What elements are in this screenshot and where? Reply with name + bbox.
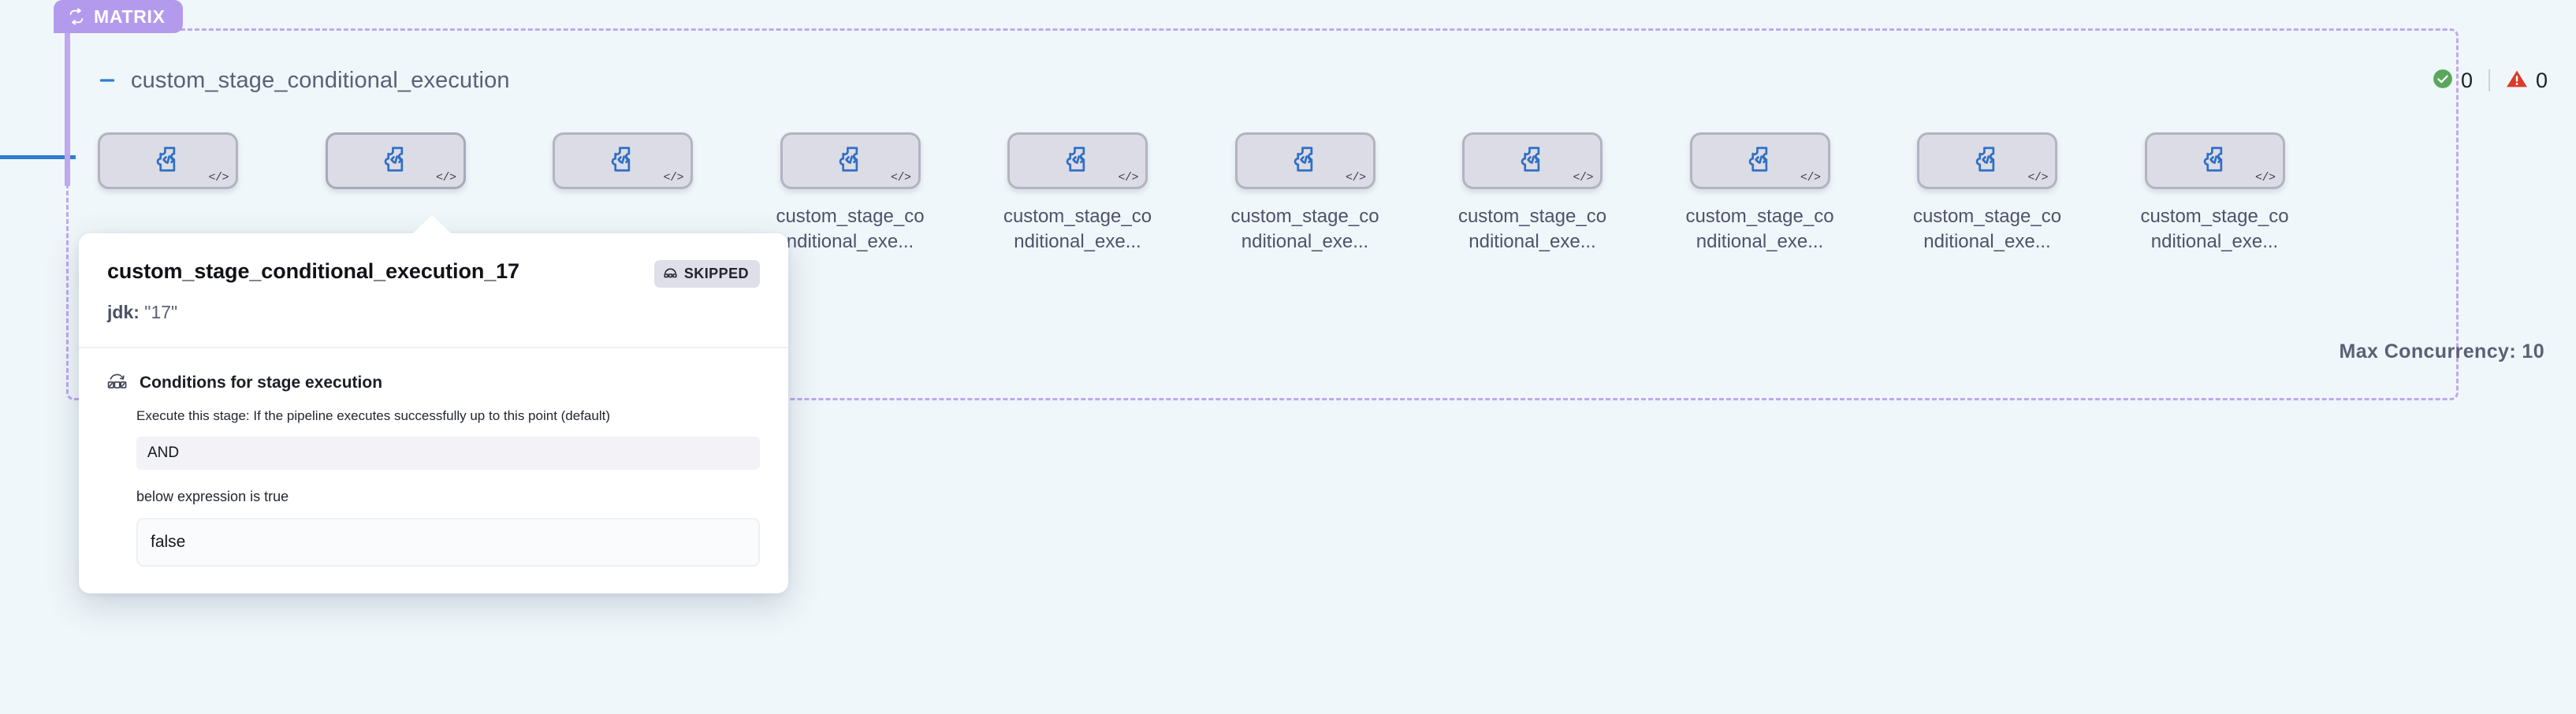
code-icon: </>	[2254, 171, 2276, 184]
matrix-badge[interactable]: MATRIX	[54, 0, 183, 33]
stage-node-box[interactable]: </>	[780, 132, 921, 189]
code-icon: </>	[890, 171, 911, 184]
code-icon: </>	[1345, 171, 1366, 184]
stage-node[interactable]: </> custom_stage_conditional_exe...	[2130, 132, 2300, 254]
stage-node-box[interactable]: </>	[1007, 132, 1148, 189]
popover-arrow	[412, 215, 452, 234]
code-icon: </>	[663, 171, 683, 184]
success-count: 0	[2460, 68, 2473, 92]
custom-stage-code-icon	[1062, 143, 1093, 179]
stage-node-box[interactable]: </>	[553, 132, 693, 189]
expression-label: below expression is true	[136, 488, 289, 504]
popover-body: Conditions for stage execution Execute t…	[79, 348, 788, 593]
popover-parameter-key: jdk:	[107, 302, 140, 322]
custom-stage-code-icon	[607, 143, 638, 179]
check-circle-icon	[2433, 69, 2453, 93]
stage-node[interactable]: </> custom_stage_conditional_exe...	[992, 132, 1163, 254]
status-badge-label: SKIPPED	[683, 266, 749, 281]
stage-node[interactable]: </> custom_stage_conditional_exe...	[1220, 132, 1390, 254]
conditions-header: Conditions for stage execution	[107, 372, 760, 394]
skip-icon	[663, 266, 678, 282]
custom-stage-code-icon	[380, 143, 411, 179]
page-title: custom_stage_conditional_execution	[131, 67, 510, 93]
stage-node-box[interactable]: </>	[325, 132, 466, 189]
conditions-heading: Conditions for stage execution	[140, 374, 383, 392]
stage-node[interactable]: </> custom_stage_conditional_exe...	[765, 132, 936, 254]
code-icon: </>	[1573, 171, 1593, 184]
popover-header: custom_stage_conditional_execution_17 SK…	[79, 233, 788, 348]
code-icon: </>	[1800, 171, 1821, 184]
matrix-group-container	[66, 28, 2459, 400]
stage-node[interactable]: </> custom_stage_conditional_exe...	[1902, 132, 2072, 254]
stage-node-label: custom_stage_conditional_exe...	[776, 206, 925, 252]
custom-stage-code-icon	[1744, 143, 1776, 179]
code-icon: </>	[208, 171, 229, 184]
code-icon: </>	[435, 171, 456, 184]
stage-node-label: custom_stage_conditional_exe...	[1685, 206, 1834, 252]
conditions-operator: AND	[136, 436, 760, 470]
custom-stage-code-icon	[1517, 143, 1548, 179]
stage-node-label: custom_stage_conditional_exe...	[1457, 206, 1607, 252]
expression-value: false	[136, 517, 760, 567]
custom-stage-code-icon	[152, 143, 184, 179]
stage-node-box[interactable]: </>	[1689, 132, 1830, 189]
conditions-flow-icon	[107, 372, 127, 394]
popover-parameter-value: "17"	[144, 302, 178, 322]
stage-node-label: custom_stage_conditional_exe...	[1230, 206, 1379, 252]
stage-detail-popover: custom_stage_conditional_execution_17 SK…	[79, 215, 788, 593]
code-icon: </>	[2027, 171, 2048, 184]
stage-node[interactable]: </> custom_stage_conditional_exe...	[1447, 132, 1617, 254]
stage-node-box[interactable]: </>	[1462, 132, 1603, 189]
warning-count: 0	[2535, 68, 2548, 92]
stage-node-label: custom_stage_conditional_exe...	[1912, 206, 2062, 252]
status-badge: SKIPPED	[653, 260, 760, 288]
stage-node-box[interactable]: </>	[2144, 132, 2285, 189]
minus-icon[interactable]	[95, 68, 120, 93]
custom-stage-code-icon	[1971, 143, 2003, 179]
status-divider	[2488, 69, 2490, 91]
max-concurrency-label: Max Concurrency: 10	[2339, 340, 2544, 363]
matrix-badge-label: MATRIX	[94, 6, 166, 27]
stage-node-box[interactable]: </>	[1234, 132, 1375, 189]
warning-status-chip: 0	[2506, 69, 2548, 93]
custom-stage-code-icon	[2199, 143, 2231, 179]
popover-parameter: jdk: "17"	[107, 302, 760, 323]
stage-node[interactable]: </>	[83, 132, 253, 204]
stage-node[interactable]: </>	[538, 132, 708, 204]
warning-triangle-icon	[2506, 69, 2528, 93]
custom-stage-code-icon	[1290, 143, 1321, 179]
stage-node-label: custom_stage_conditional_exe...	[1003, 206, 1152, 252]
incoming-edge-connector	[0, 155, 76, 159]
stage-node-box[interactable]: </>	[98, 132, 238, 189]
custom-stage-code-icon	[835, 143, 866, 179]
loop-icon	[68, 8, 85, 25]
stage-node[interactable]: </>	[311, 132, 481, 204]
stage-node[interactable]: </> custom_stage_conditional_exe...	[1675, 132, 1845, 254]
success-status-chip: 0	[2433, 69, 2473, 93]
stage-node-box[interactable]: </>	[1917, 132, 2057, 189]
status-counters: 0 0	[2433, 66, 2548, 95]
code-icon: </>	[1118, 171, 1138, 184]
stage-node-label: custom_stage_conditional_exe...	[2140, 206, 2289, 252]
conditions-description: Execute this stage: If the pipeline exec…	[136, 408, 611, 423]
popover-title: custom_stage_conditional_execution_17	[107, 259, 519, 283]
matrix-group-header: custom_stage_conditional_execution	[95, 61, 2428, 99]
stage-node-strip: </> </> </> </> custom_stage_conditional_exe…	[66, 132, 2459, 314]
